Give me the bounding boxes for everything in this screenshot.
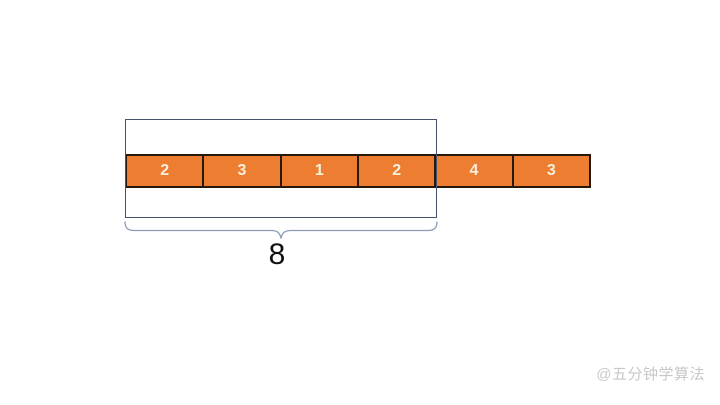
cell-value: 2 — [160, 162, 170, 179]
cell-value: 1 — [314, 162, 324, 179]
cell-value: 3 — [546, 162, 556, 179]
array-cell: 1 — [279, 156, 357, 186]
array-cell: 2 — [127, 156, 202, 186]
window-sum-label: 8 — [268, 238, 286, 271]
array-row: 2 3 1 2 4 3 — [125, 154, 591, 188]
sliding-window-rectangle — [125, 119, 437, 218]
array-cell: 2 — [356, 156, 434, 186]
cell-value: 2 — [392, 162, 402, 179]
array-cell: 4 — [434, 156, 511, 186]
cell-value: 3 — [237, 162, 247, 179]
array-cell: 3 — [511, 156, 589, 186]
sum-brace-icon — [124, 221, 438, 239]
watermark: @五分钟学算法 — [596, 366, 705, 383]
array-cell: 3 — [202, 156, 279, 186]
cell-value: 4 — [469, 162, 479, 179]
